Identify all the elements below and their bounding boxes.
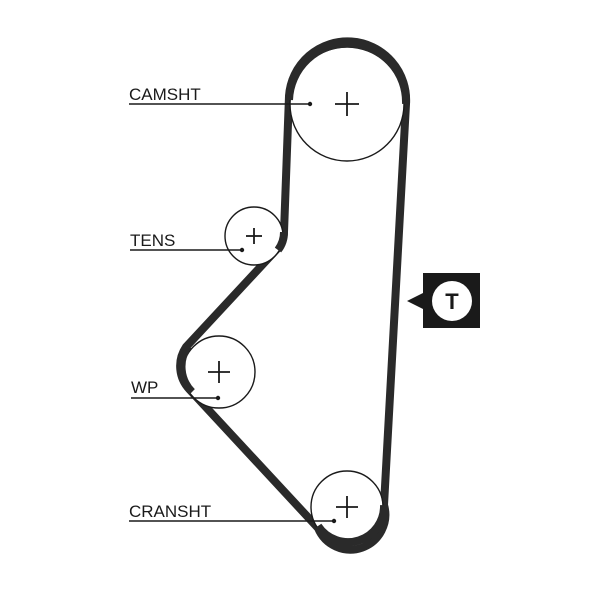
tensioner-label: TENS <box>130 231 175 250</box>
plus-icon <box>208 361 230 383</box>
crankshaft-label: CRANSHT <box>129 502 211 521</box>
camshaft-label: CAMSHT <box>129 85 201 104</box>
water-pump-label: WP <box>131 378 158 397</box>
camshaft-pulley <box>289 46 405 162</box>
plus-icon <box>246 228 262 244</box>
plus-icon <box>335 92 359 116</box>
tension-marker-label: T <box>445 289 459 314</box>
tension-marker-icon: T <box>407 273 480 328</box>
belt-wrap-tensioner <box>274 231 288 253</box>
tensioner-pulley <box>224 206 284 266</box>
belt-wrap-crankshaft <box>314 504 389 547</box>
belt-wrap-camshaft <box>285 39 411 105</box>
plus-icon <box>336 496 358 518</box>
belt-wrap-water-pump <box>177 343 195 395</box>
